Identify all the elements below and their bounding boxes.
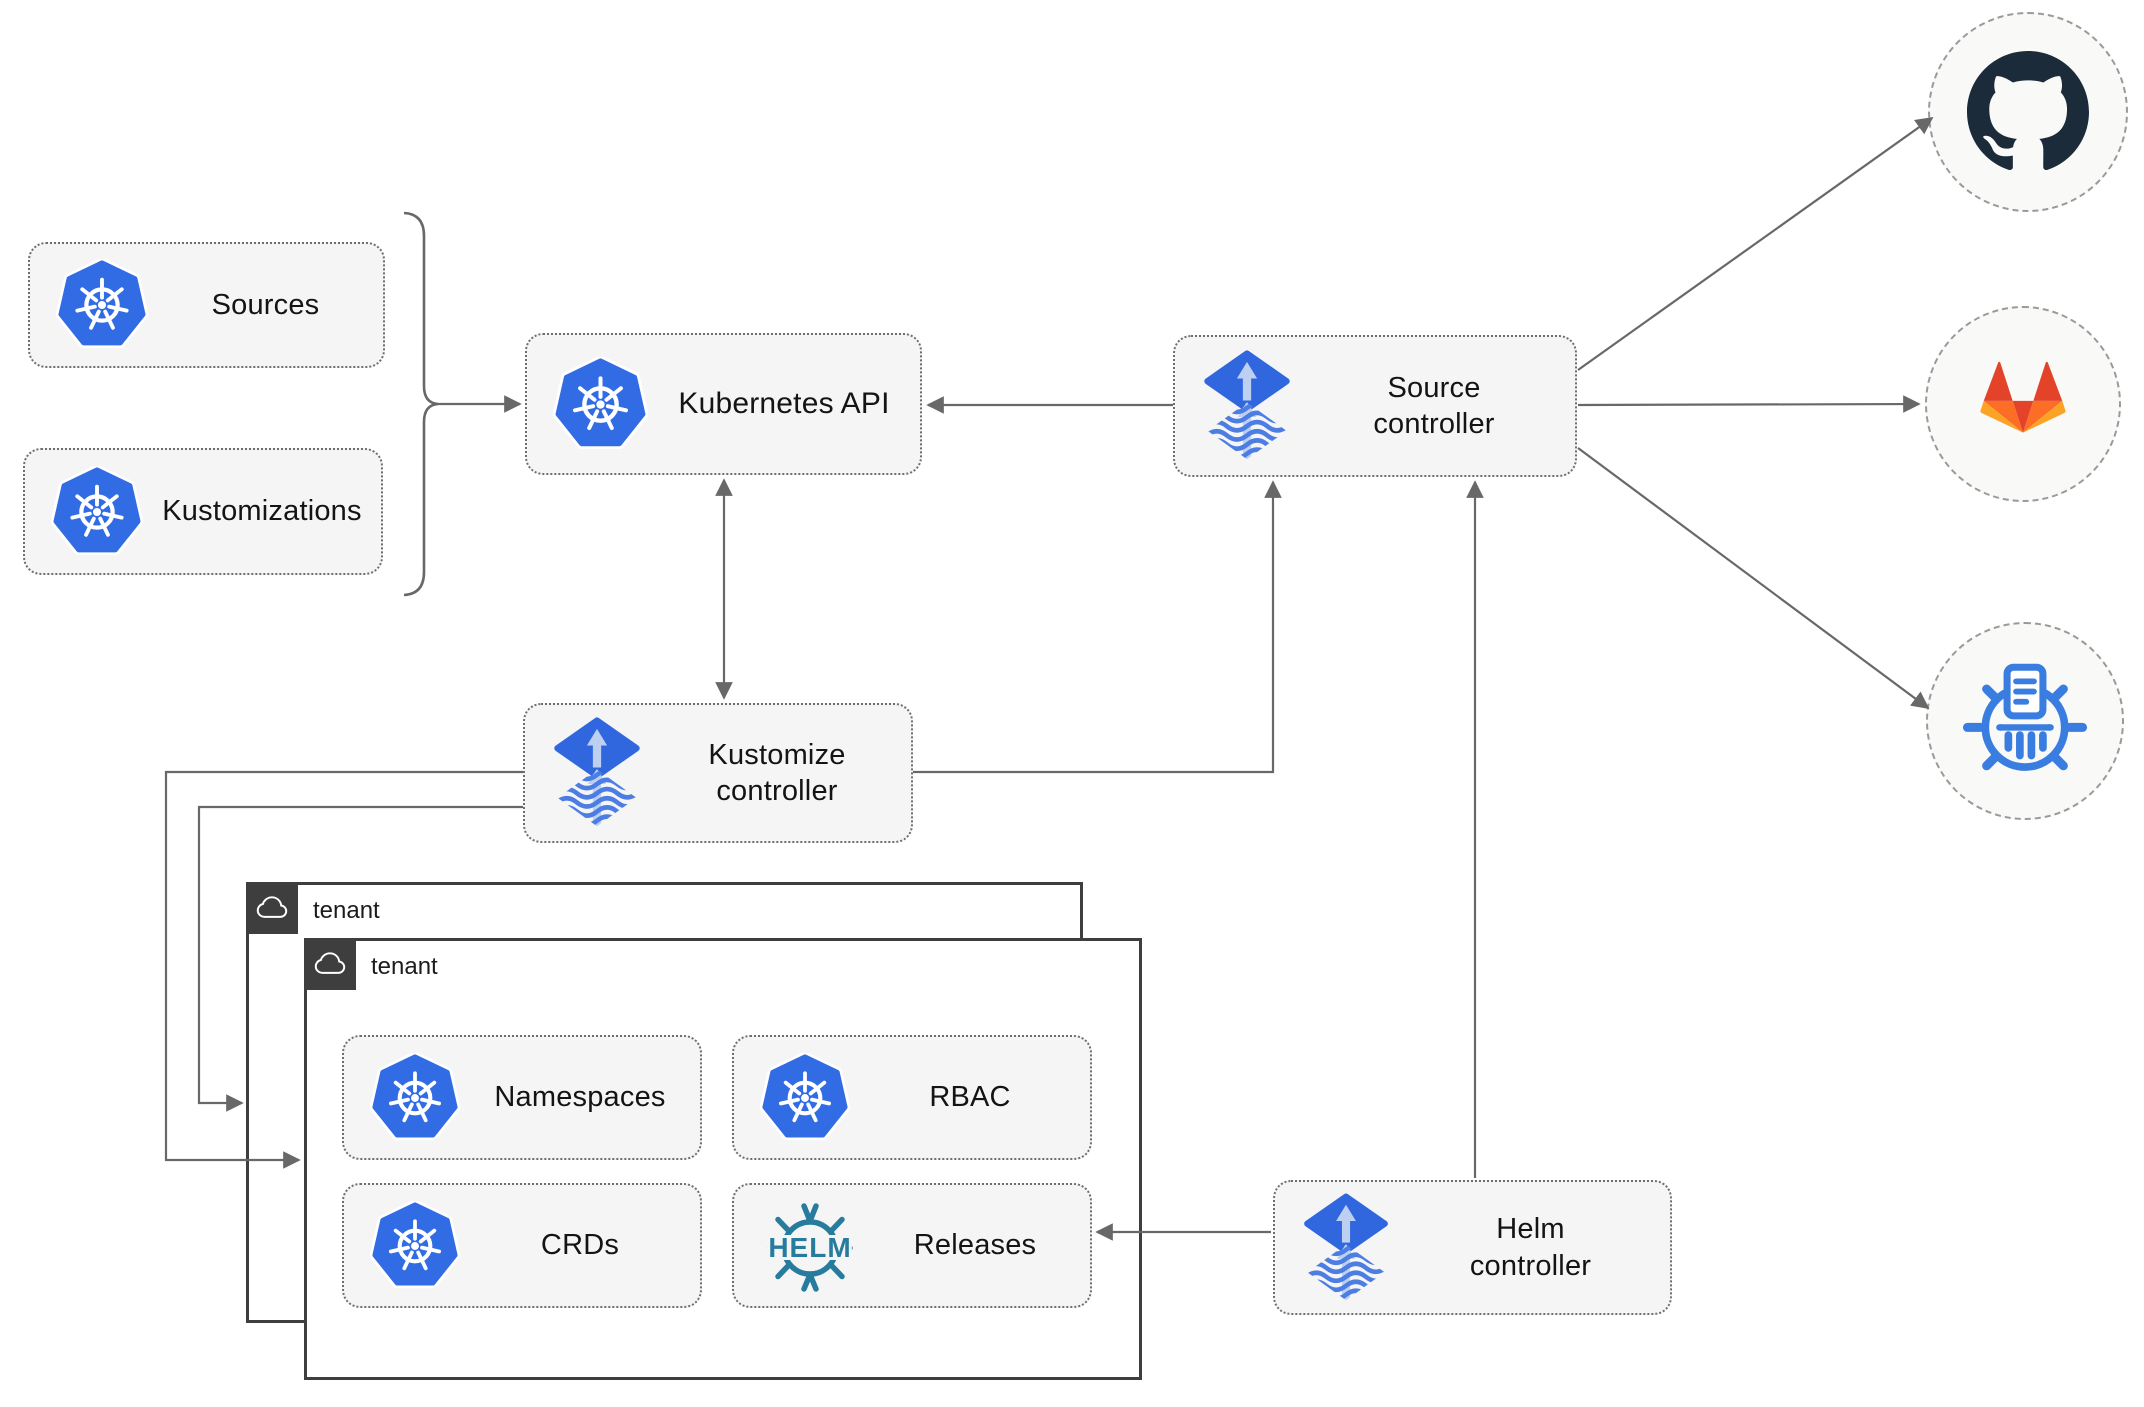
tenant-label: tenant <box>313 897 380 924</box>
github-octocat-icon <box>1967 51 2089 173</box>
kubernetes-icon <box>56 259 148 351</box>
node-label: RBAC <box>929 1081 1011 1114</box>
edge-source-controller-to-harbor <box>1577 447 1930 710</box>
flux-icon <box>1201 350 1293 462</box>
kubernetes-icon <box>51 466 143 558</box>
node-sources: Sources <box>28 242 385 368</box>
endpoint-harbor <box>1926 622 2124 820</box>
node-helm-controller: Helm controller <box>1273 1180 1672 1315</box>
node-label: Kustomizations <box>162 495 362 528</box>
harbor-registry-icon <box>1961 657 2089 785</box>
edge-kustomize-controller-to-source-controller <box>913 480 1282 774</box>
node-label: Sources <box>211 288 320 321</box>
kubernetes-icon <box>370 1201 460 1291</box>
node-source-controller: Source controller <box>1173 335 1577 477</box>
tenant-label: tenant <box>371 953 438 980</box>
kubernetes-icon <box>553 357 648 452</box>
node-rbac: RBAC <box>732 1035 1092 1160</box>
kubernetes-icon <box>760 1053 850 1143</box>
bracket-sources-kustomizations <box>403 211 439 597</box>
flux-icon <box>1301 1193 1391 1303</box>
node-kubernetes-api: Kubernetes API <box>525 333 922 475</box>
node-label: Namespaces <box>494 1081 666 1114</box>
helm-wordmark: HELM <box>768 1232 851 1263</box>
node-label: CRDs <box>540 1229 620 1262</box>
node-kustomize-controller: Kustomize controller <box>523 703 913 843</box>
edge-source-controller-to-github <box>1577 116 1934 371</box>
gitlab-tanuki-icon <box>1970 354 2076 455</box>
flux-icon <box>551 717 643 829</box>
cloud-icon <box>304 938 356 990</box>
node-label: Releases <box>913 1229 1037 1262</box>
node-kustomizations: Kustomizations <box>23 448 383 575</box>
node-releases: HELM Releases <box>732 1183 1092 1308</box>
endpoint-github <box>1928 12 2128 212</box>
node-label: Source controller <box>1373 371 1495 440</box>
node-label: Kustomize controller <box>708 738 846 807</box>
node-crds: CRDs <box>342 1183 702 1308</box>
helm-icon: HELM <box>760 1196 860 1296</box>
node-label: Kubernetes API <box>678 387 890 421</box>
cloud-icon <box>246 882 298 934</box>
edge-source-controller-to-gitlab <box>1577 395 1921 413</box>
kubernetes-icon <box>370 1053 460 1143</box>
endpoint-gitlab <box>1925 306 2121 502</box>
node-namespaces: Namespaces <box>342 1035 702 1160</box>
node-label: Helm controller <box>1469 1213 1592 1282</box>
